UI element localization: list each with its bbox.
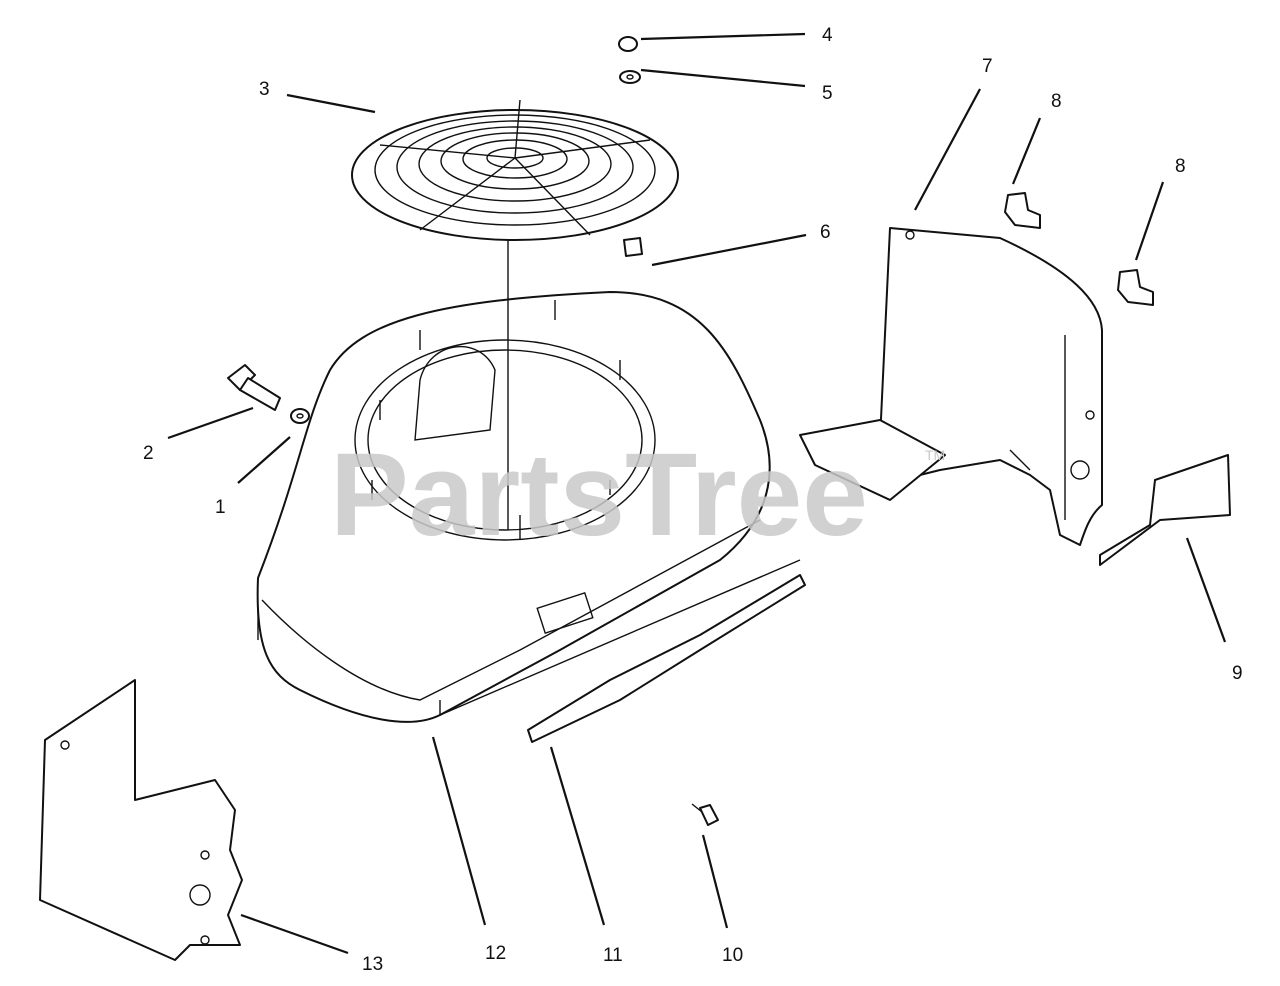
spacer-part-6[interactable]	[623, 237, 643, 257]
leader-13	[240, 913, 349, 955]
leader-8-a	[1011, 117, 1042, 185]
side-shield-part-7[interactable]	[799, 227, 1103, 546]
callout-2: 2	[143, 443, 154, 464]
leader-9	[1185, 537, 1227, 643]
bracket-part-9[interactable]	[1099, 454, 1231, 566]
callout-4: 4	[822, 25, 833, 46]
callout-12: 12	[485, 943, 506, 964]
leader-4	[640, 32, 806, 41]
bolt-part-2[interactable]	[227, 364, 281, 411]
callout-8-a: 8	[1051, 91, 1062, 112]
leader-12	[431, 736, 487, 926]
leader-11	[549, 746, 606, 926]
callout-7: 7	[982, 56, 993, 77]
leader-8-b	[1134, 181, 1165, 261]
leader-3	[286, 93, 376, 114]
watermark-text: PartsTree	[330, 429, 868, 561]
washer-part-5[interactable]	[619, 70, 641, 84]
callout-labels: 1 2 3 4 5 6 7 8 8 9 10 11 12 13	[143, 25, 1243, 975]
watermark-trademark: TM	[925, 447, 945, 463]
lower-shield-part-13[interactable]	[39, 679, 243, 961]
leader-5	[640, 68, 806, 88]
leader-6	[651, 233, 807, 267]
leader-1	[237, 436, 291, 484]
leader-lines	[167, 32, 1227, 955]
callout-6: 6	[820, 222, 831, 243]
nut-part-4[interactable]	[618, 36, 638, 52]
clip-part-8-a[interactable]	[1004, 192, 1041, 229]
screen-part-3[interactable]	[351, 99, 679, 530]
leader-10	[701, 834, 729, 929]
watermark: PartsTree TM	[330, 429, 945, 561]
screw-part-10[interactable]	[691, 803, 719, 826]
callout-5: 5	[822, 83, 833, 104]
leader-2	[167, 406, 254, 440]
callout-11: 11	[603, 945, 623, 966]
blower-housing-part-12[interactable]	[256, 291, 801, 723]
leader-7	[914, 88, 981, 211]
strip-part-11[interactable]	[527, 574, 806, 743]
callout-1: 1	[215, 497, 226, 518]
washer-part-1[interactable]	[290, 408, 310, 424]
callout-9: 9	[1232, 663, 1243, 684]
callout-3: 3	[259, 79, 270, 100]
callout-10: 10	[722, 945, 743, 966]
callout-8-b: 8	[1175, 156, 1186, 177]
clip-part-8-b[interactable]	[1117, 269, 1154, 306]
callout-13: 13	[362, 954, 383, 975]
